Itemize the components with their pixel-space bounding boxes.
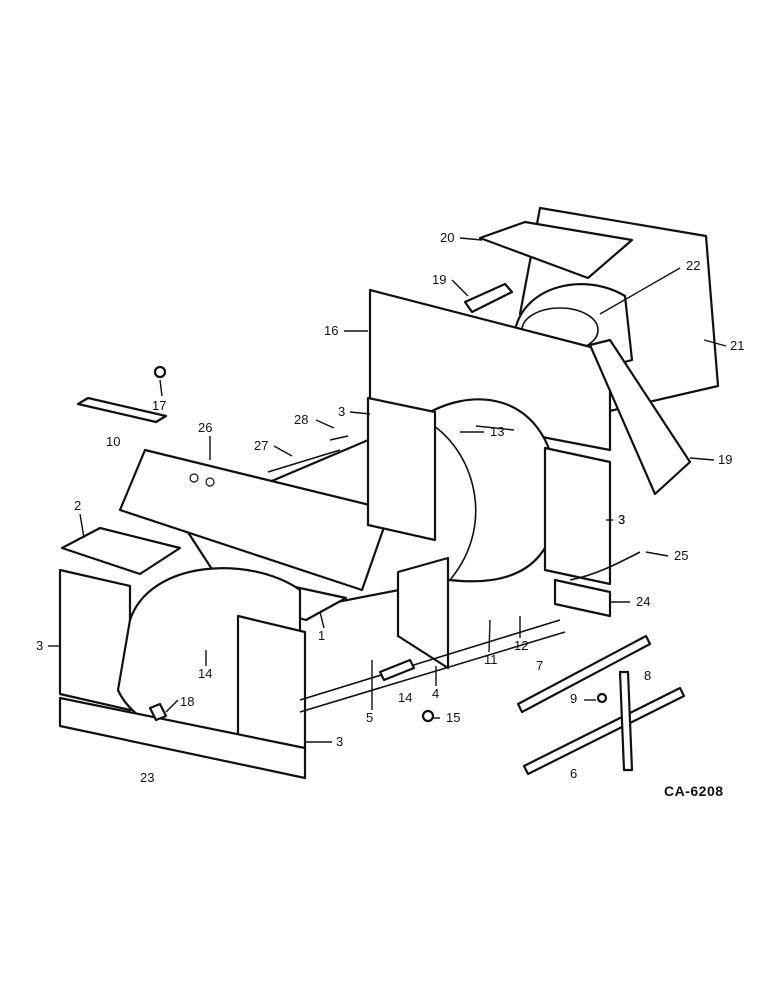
bolt	[421, 709, 435, 723]
leader-lines	[48, 237, 727, 743]
callout-label: 21	[730, 338, 744, 353]
callout-label: 15	[446, 710, 460, 725]
callout-label: 26	[198, 420, 212, 435]
lower-brace	[588, 338, 692, 496]
callout-label: 14	[398, 690, 412, 705]
callout-label: 20	[440, 230, 454, 245]
callout-label: 6	[570, 766, 577, 781]
side-baffle	[396, 556, 450, 670]
small-part	[596, 692, 608, 704]
callout-label: 4	[432, 686, 439, 701]
callout-label: 25	[674, 548, 688, 563]
strap-upper	[516, 634, 652, 714]
callout-label: 1	[318, 628, 325, 643]
callout-label: 2	[74, 498, 81, 513]
vertical-strap	[618, 670, 634, 772]
callout-label: 23	[140, 770, 154, 785]
right-side-frame	[543, 446, 612, 586]
callout-label: 19	[718, 452, 732, 467]
callout-label: 13	[490, 424, 504, 439]
top-plate	[478, 220, 634, 280]
small-rod	[329, 435, 349, 441]
cover-hole	[189, 473, 199, 483]
callout-label: 17	[152, 398, 166, 413]
callout-label: 12	[514, 638, 528, 653]
callout-label: 11	[484, 652, 498, 667]
callout-label: 7	[536, 658, 543, 673]
left-front-frame	[58, 568, 132, 712]
rod	[267, 449, 341, 473]
callout-label: 16	[324, 323, 338, 338]
right-bottom-bracket	[553, 578, 612, 618]
callout-label: 18	[180, 694, 194, 709]
callout-label: 3	[36, 638, 43, 653]
callout-label: 8	[644, 668, 651, 683]
small-channel	[378, 658, 416, 682]
loose-bar	[76, 396, 168, 424]
callout-label: 10	[106, 434, 120, 449]
drawing-code: CA-6208	[664, 783, 724, 799]
upper-brace	[463, 282, 514, 314]
right-front-frame	[236, 614, 307, 754]
callout-label: 3	[338, 404, 345, 419]
rail	[299, 619, 561, 701]
callout-label: 3	[618, 512, 625, 527]
cover-hole	[205, 477, 215, 487]
callout-label: 9	[570, 691, 577, 706]
drum-edge	[419, 417, 477, 581]
callout-label: 3	[618, 512, 625, 527]
callout-label: 28	[294, 412, 308, 427]
left-top-plate	[60, 526, 182, 576]
callout-label: 14	[198, 666, 212, 681]
nut	[153, 365, 167, 379]
callout-label: 22	[686, 258, 700, 273]
bottom-frame	[58, 696, 307, 780]
upper-left-frame	[366, 396, 437, 542]
callout-label: 5	[366, 710, 373, 725]
callout-label: 24	[636, 594, 650, 609]
rail	[299, 631, 566, 713]
callout-label: 19	[432, 272, 446, 287]
clip	[148, 702, 168, 722]
hose	[569, 551, 641, 581]
callout-label: 27	[254, 438, 268, 453]
callout-label: 3	[336, 734, 343, 749]
